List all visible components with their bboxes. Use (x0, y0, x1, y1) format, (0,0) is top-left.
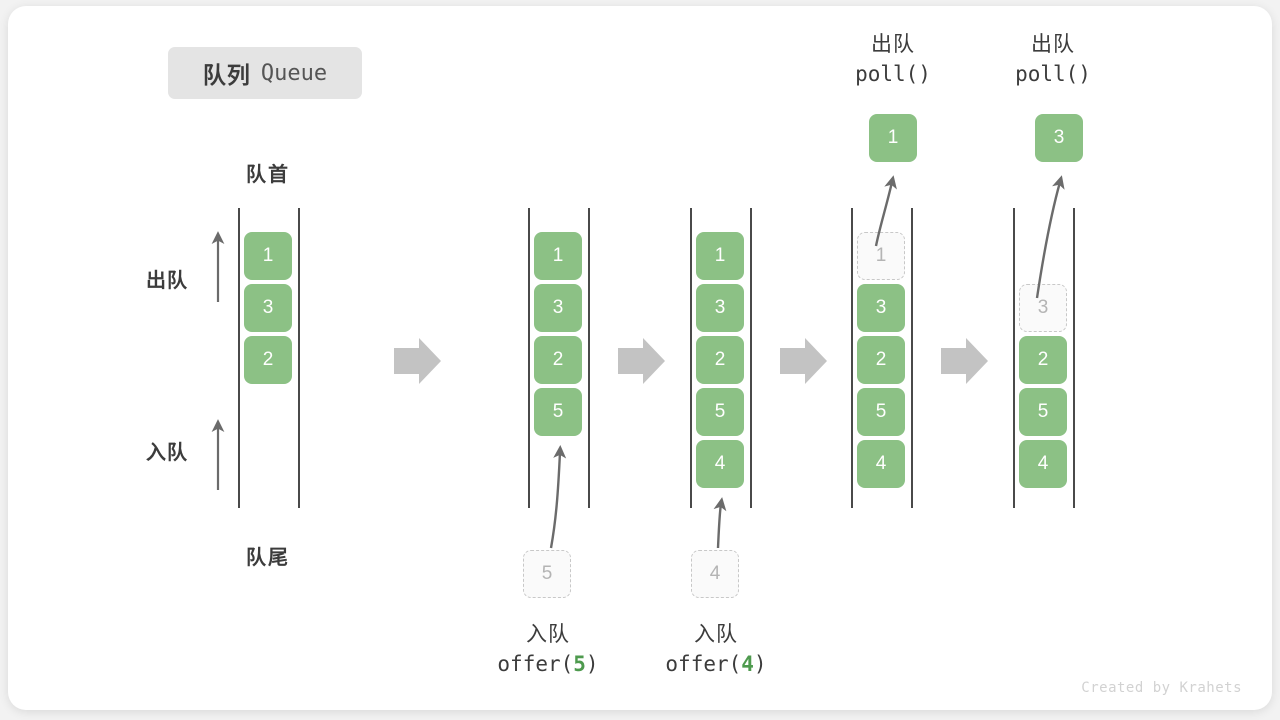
watermark: Created by Krahets (1081, 680, 1242, 696)
operation-caption-line2: poll() (1015, 61, 1091, 86)
rail-right (1073, 208, 1075, 508)
queue-cell: 1 (534, 232, 582, 280)
queue-cell: 5 (1019, 388, 1067, 436)
polled-result-cell: 1 (869, 114, 917, 162)
queue-cell: 4 (857, 440, 905, 488)
queue-cell: 1 (244, 232, 292, 280)
rail-right (588, 208, 590, 508)
queue-cell: 2 (244, 336, 292, 384)
title-badge: 队列 Queue (168, 47, 362, 99)
queue-tail-label: 队尾 (246, 547, 290, 569)
queue-column-initial: 1 3 2 (238, 208, 300, 508)
operation-caption-line2: poll() (855, 61, 931, 86)
operation-arg: 4 (741, 651, 754, 676)
queue-cell: 5 (857, 388, 905, 436)
operation-paren-close: ) (585, 651, 599, 676)
polled-ghost-cell: 3 (1019, 284, 1067, 332)
queue-cell: 5 (696, 388, 744, 436)
rail-left (851, 208, 853, 508)
title-en: Queue (260, 60, 328, 86)
cell-stack: 3 2 5 4 (1019, 284, 1067, 488)
queue-column-after-offer-4: 1 3 2 5 4 (690, 208, 752, 508)
incoming-ghost-cell: 5 (523, 550, 571, 598)
operation-caption-poll-1: 出队 poll() (793, 30, 993, 90)
operation-arg: 5 (573, 651, 586, 676)
operation-caption-offer-5: 入队 offer(5) (448, 620, 648, 680)
operation-caption-offer-4: 入队 offer(4) (616, 620, 816, 680)
queue-cell: 2 (857, 336, 905, 384)
rail-left (528, 208, 530, 508)
operation-caption-line1: 入队 (694, 623, 738, 646)
enqueue-direction-label: 入队 (146, 442, 188, 464)
operation-fn-name: offer( (665, 651, 742, 676)
queue-cell: 4 (696, 440, 744, 488)
queue-cell: 2 (1019, 336, 1067, 384)
polled-result-cell: 3 (1035, 114, 1083, 162)
incoming-ghost-cell: 4 (691, 550, 739, 598)
rail-left (1013, 208, 1015, 508)
queue-column-after-poll-3: 3 2 5 4 (1013, 208, 1075, 508)
rail-right (750, 208, 752, 508)
rail-right (298, 208, 300, 508)
queue-head-label: 队首 (246, 164, 290, 186)
polled-ghost-cell: 1 (857, 232, 905, 280)
queue-cell: 5 (534, 388, 582, 436)
queue-cell: 2 (534, 336, 582, 384)
rail-right (911, 208, 913, 508)
dequeue-direction-label: 出队 (146, 270, 188, 292)
operation-caption-poll-3: 出队 poll() (953, 30, 1153, 90)
queue-cell: 4 (1019, 440, 1067, 488)
cell-stack: 1 3 2 5 4 (696, 232, 744, 488)
queue-cell: 3 (534, 284, 582, 332)
operation-caption-line2: offer(5) (448, 650, 648, 680)
operation-caption-line1: 出队 (1031, 33, 1075, 56)
queue-column-after-offer-5: 1 3 2 5 (528, 208, 590, 508)
queue-column-after-poll-1: 1 3 2 5 4 (851, 208, 913, 508)
queue-cell: 3 (244, 284, 292, 332)
queue-cell: 2 (696, 336, 744, 384)
title-cn: 队列 (202, 62, 251, 88)
rail-left (238, 208, 240, 508)
queue-cell: 3 (857, 284, 905, 332)
operation-caption-line1: 出队 (871, 33, 915, 56)
operation-fn-name: offer( (497, 651, 574, 676)
operation-caption-line2: offer(4) (616, 650, 816, 680)
queue-cell: 3 (696, 284, 744, 332)
queue-cell: 1 (696, 232, 744, 280)
cell-stack: 1 3 2 5 4 (857, 232, 905, 488)
cell-stack: 1 3 2 (244, 232, 292, 384)
operation-caption-line1: 入队 (526, 623, 570, 646)
cell-stack: 1 3 2 5 (534, 232, 582, 436)
rail-left (690, 208, 692, 508)
diagram-card (8, 6, 1272, 710)
operation-paren-close: ) (753, 651, 767, 676)
